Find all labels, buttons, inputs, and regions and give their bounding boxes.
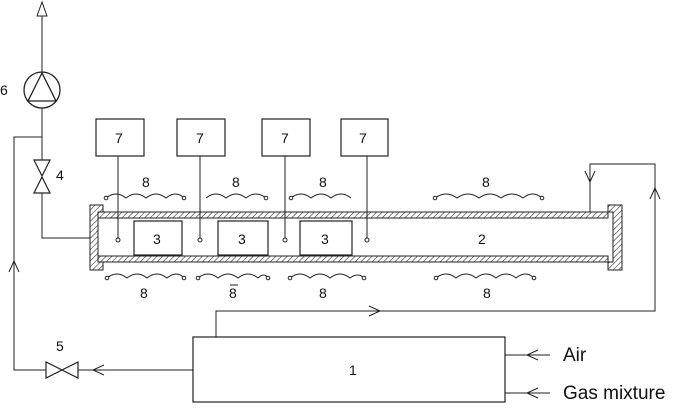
heater-coil	[290, 193, 352, 199]
heater-coil	[105, 193, 185, 199]
heater-coil	[435, 273, 535, 279]
label-unit-1: 1	[349, 362, 357, 378]
coil-terminal	[181, 275, 187, 281]
label-pump-6: 6	[0, 82, 8, 98]
flow-arrow	[368, 305, 382, 317]
supply-line	[215, 163, 656, 337]
coil-terminal	[103, 195, 109, 201]
right-flange	[607, 204, 623, 271]
label-heater-8: 8	[142, 174, 150, 190]
flow-arrow	[584, 170, 596, 184]
coil-terminal	[104, 275, 110, 281]
coil-terminal	[531, 275, 537, 281]
label-gas-mixture-input: Gas mixture	[563, 383, 665, 403]
label-heater-8: 8	[229, 285, 237, 301]
gas-preparation-unit	[192, 336, 506, 403]
label-meter-7: 7	[115, 130, 123, 146]
label-valve-4: 4	[56, 167, 64, 183]
coil-terminal	[361, 275, 367, 281]
coil-terminal	[539, 195, 545, 201]
thermocouple-tip	[115, 237, 121, 243]
thermocouple-tip	[197, 237, 203, 243]
label-air-input: Air	[563, 345, 587, 366]
tube-wall-top	[97, 211, 609, 219]
coil-terminal	[288, 195, 294, 201]
label-meter-7: 7	[196, 130, 204, 146]
flow-arrow	[8, 259, 20, 273]
flow-arrow	[649, 186, 661, 200]
heater-coil	[434, 193, 543, 199]
sample-box	[217, 220, 269, 256]
coil-terminal	[287, 275, 293, 281]
label-heater-8: 8	[482, 174, 490, 190]
coil-terminal	[265, 275, 271, 281]
coil-terminal	[263, 195, 269, 201]
label-heater-8: 8	[319, 285, 327, 301]
label-sample-3: 3	[153, 231, 161, 247]
reactor-tube	[89, 204, 623, 271]
sample-box	[299, 220, 353, 256]
meter-box	[95, 118, 145, 157]
label-valve-5: 5	[56, 338, 64, 354]
sample-box	[133, 220, 183, 256]
meter-box	[176, 118, 226, 157]
label-sample-3: 3	[238, 231, 246, 247]
left-flange	[89, 204, 104, 271]
thermocouple-tip	[282, 237, 288, 243]
coil-terminal	[432, 195, 438, 201]
label-heater-8: 8	[319, 174, 327, 190]
pump-6	[23, 71, 61, 109]
coil-terminal	[181, 195, 187, 201]
return-line	[13, 136, 46, 371]
label-meter-7: 7	[359, 130, 367, 146]
exhaust-line	[41, 193, 90, 239]
label-tube-2: 2	[478, 231, 486, 247]
label-heater-8: 8	[232, 174, 240, 190]
heater-coil	[197, 273, 269, 279]
heater-coil	[205, 193, 267, 199]
label-sample-3: 3	[321, 231, 329, 247]
label-meter-7: 7	[281, 130, 289, 146]
valve-5	[45, 361, 79, 379]
flow-arrow	[525, 387, 539, 399]
flow-arrow	[525, 349, 539, 361]
heater-coil	[106, 273, 185, 279]
tube-wall-bottom	[97, 255, 609, 263]
outlet-arrow	[36, 0, 48, 17]
thermocouple-tip	[364, 237, 370, 243]
meter-box	[261, 118, 311, 157]
coil-terminal	[195, 275, 201, 281]
flow-arrow	[91, 364, 105, 376]
heater-coil	[289, 273, 365, 279]
label-heater-8: 8	[483, 285, 491, 301]
coil-terminal	[433, 275, 439, 281]
label-heater-8: 8	[140, 285, 148, 301]
meter-box	[340, 118, 389, 157]
valve-4	[33, 159, 51, 194]
